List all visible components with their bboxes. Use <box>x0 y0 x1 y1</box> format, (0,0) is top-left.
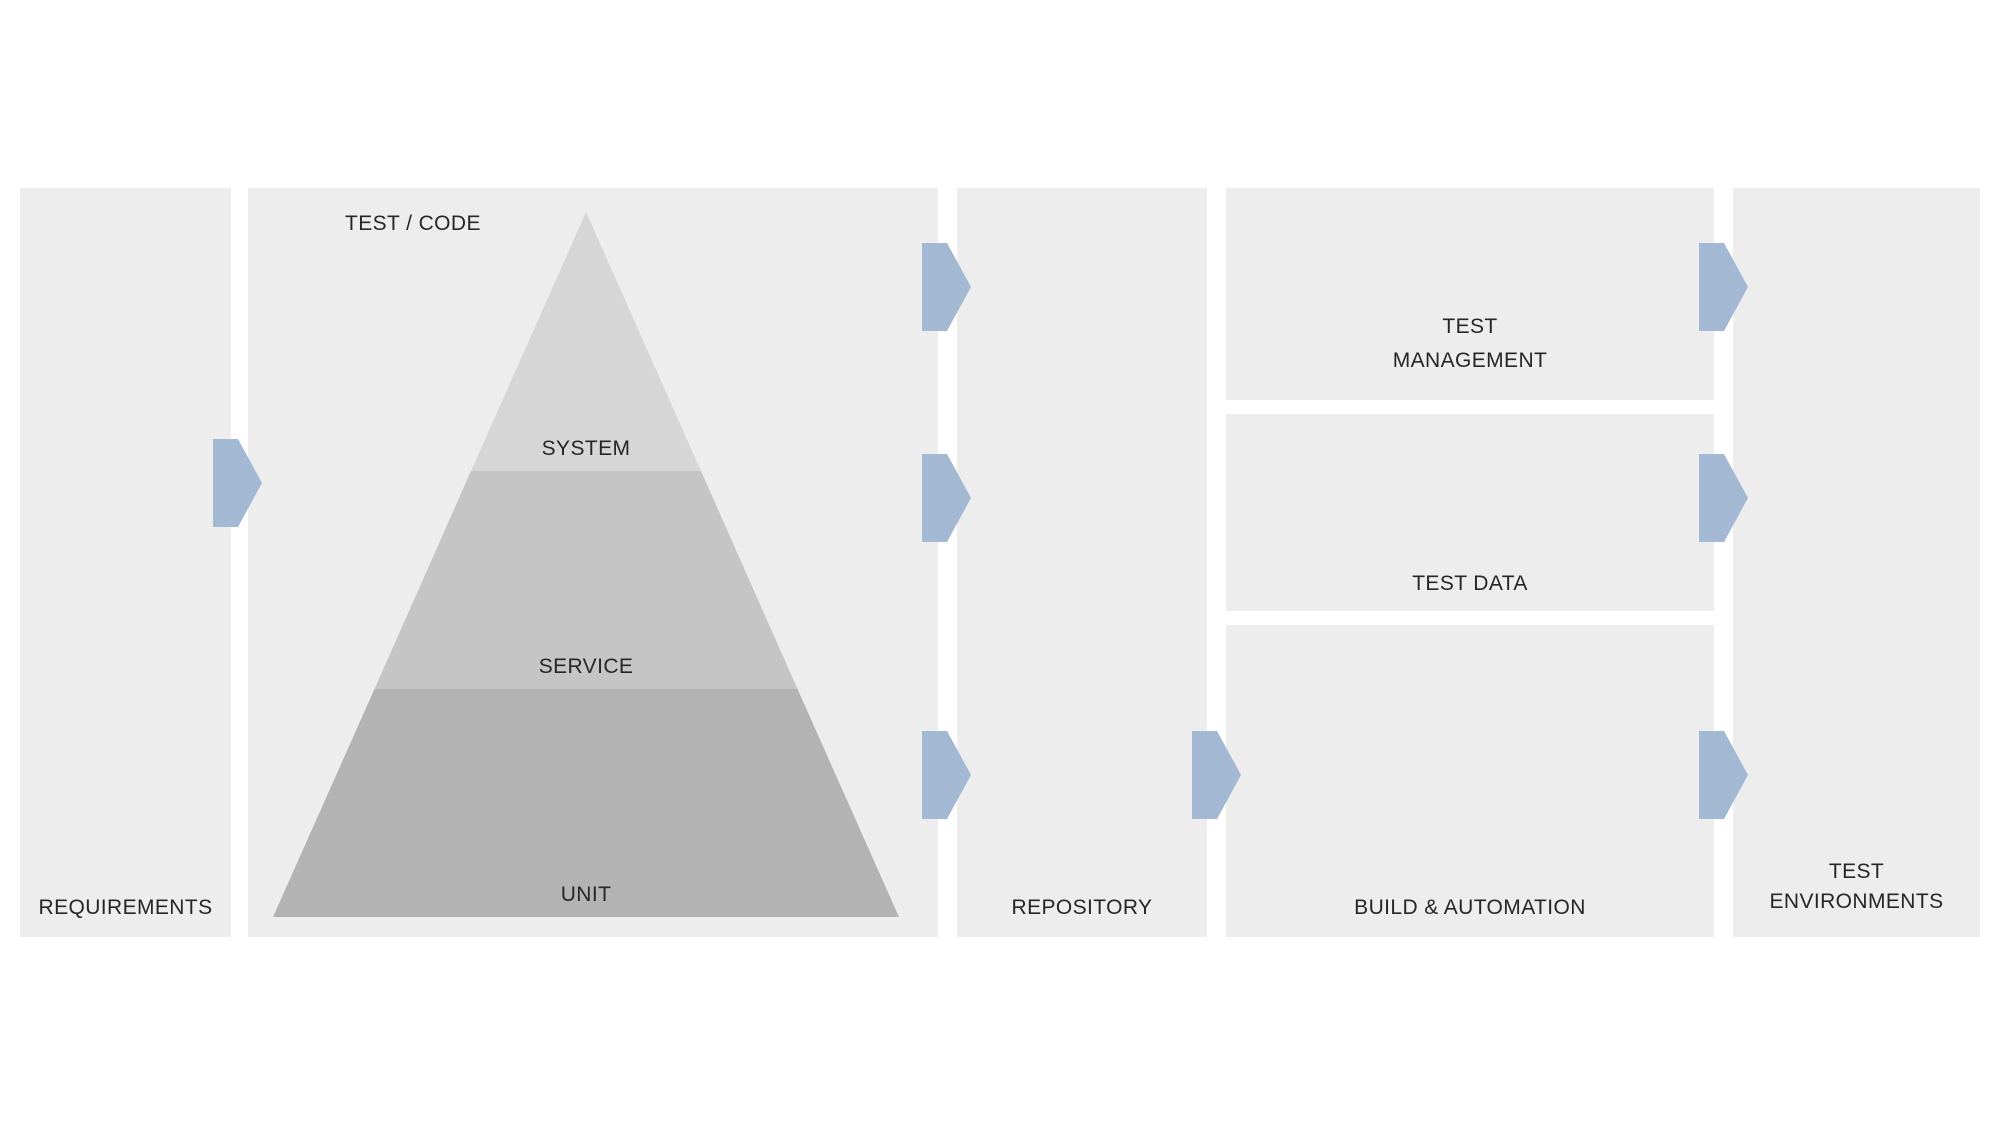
test-environments-panel: TEST ENVIRONMENTS <box>1733 188 1980 937</box>
test-data-label: TEST DATA <box>1412 572 1528 595</box>
test-pyramid-shape <box>273 212 899 917</box>
build-automation-label: BUILD & AUTOMATION <box>1354 896 1586 919</box>
pyramid-system-label: SYSTEM <box>541 437 631 460</box>
arrow-right-icon <box>1699 454 1748 542</box>
arrow-right-icon <box>922 731 971 819</box>
test-environments-label: TEST ENVIRONMENTS <box>1769 860 1944 913</box>
arrow-right-icon <box>1699 731 1748 819</box>
arrow-right-icon <box>922 243 971 331</box>
build-automation-box: BUILD & AUTOMATION <box>1226 625 1714 937</box>
arrow-right-icon <box>213 439 262 527</box>
test-data-box: TEST DATA <box>1226 414 1714 611</box>
test-pyramid: SYSTEM SERVICE UNIT <box>273 212 899 917</box>
requirements-label: REQUIREMENTS <box>38 896 213 919</box>
pyramid-service-label: SERVICE <box>538 655 634 678</box>
pyramid-unit-label: UNIT <box>560 883 612 906</box>
test-management-label: TEST MANAGEMENT <box>1392 315 1548 372</box>
arrow-testmanagement-to-environments-icon <box>1699 243 1748 331</box>
arrow-testcode-to-repository-top-icon <box>922 243 971 331</box>
arrow-requirements-to-testcode-icon <box>213 439 262 527</box>
pyramid-level-unit-shape <box>273 689 899 917</box>
repository-panel: REPOSITORY <box>957 188 1207 937</box>
arrow-right-icon <box>922 454 971 542</box>
arrow-right-icon <box>1192 731 1241 819</box>
arrow-testdata-to-environments-icon <box>1699 454 1748 542</box>
arrow-right-icon <box>1699 243 1748 331</box>
pyramid-level-system-shape <box>471 212 701 471</box>
arrow-testcode-to-repository-bottom-icon <box>922 731 971 819</box>
arrow-repository-to-build-icon <box>1192 731 1241 819</box>
arrow-testcode-to-repository-middle-icon <box>922 454 971 542</box>
repository-label: REPOSITORY <box>1011 896 1153 919</box>
test-code-label: TEST / CODE <box>345 212 481 235</box>
test-management-box: TEST MANAGEMENT <box>1226 188 1714 400</box>
requirements-panel: REQUIREMENTS <box>20 188 231 937</box>
arrow-build-to-environments-icon <box>1699 731 1748 819</box>
pyramid-level-service-shape <box>374 471 798 689</box>
